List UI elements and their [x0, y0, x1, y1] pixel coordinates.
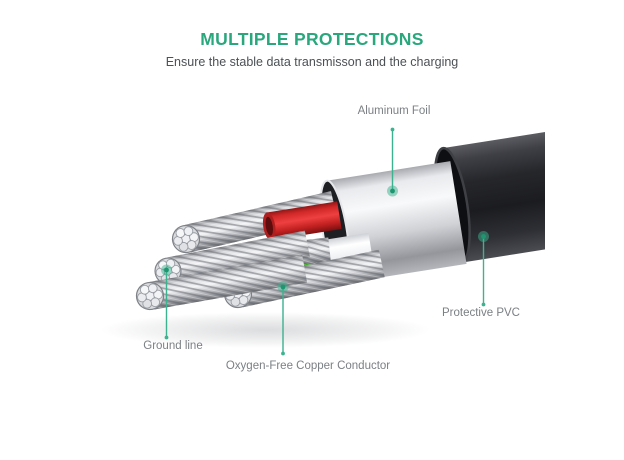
red-wire-core — [265, 216, 274, 236]
label-protective-pvc: Protective PVC — [442, 307, 520, 319]
callout-end-dot — [281, 351, 285, 356]
ground-strand-bundle — [152, 230, 310, 287]
callout-anchor-core — [164, 267, 169, 273]
callout-dots — [161, 127, 489, 356]
red-wire — [266, 201, 342, 241]
callout-end-dot — [390, 127, 395, 132]
callout-anchor-core — [280, 284, 286, 290]
label-ground-line: Ground line — [143, 340, 203, 352]
callout-lines — [165, 131, 485, 352]
page-subtitle: Ensure the stable data transmisson and t… — [165, 55, 459, 69]
cable-shadow — [100, 312, 430, 348]
photo-crop-mask — [545, 0, 624, 460]
callout-anchor-core — [481, 234, 486, 239]
label-copper-conductor: Oxygen-Free Copper Conductor — [225, 360, 391, 372]
callout-end-dot — [164, 335, 169, 340]
label-aluminum-foil: Aluminum Foil — [357, 105, 431, 117]
copper-strand-bundle — [133, 254, 308, 313]
copper-strand-bundle — [169, 191, 338, 256]
callout-end-dot — [481, 302, 486, 307]
callout-anchor-core — [390, 188, 395, 194]
page-title: MULTIPLE PROTECTIONS — [200, 29, 424, 49]
copper-strand-bundle — [221, 249, 385, 311]
